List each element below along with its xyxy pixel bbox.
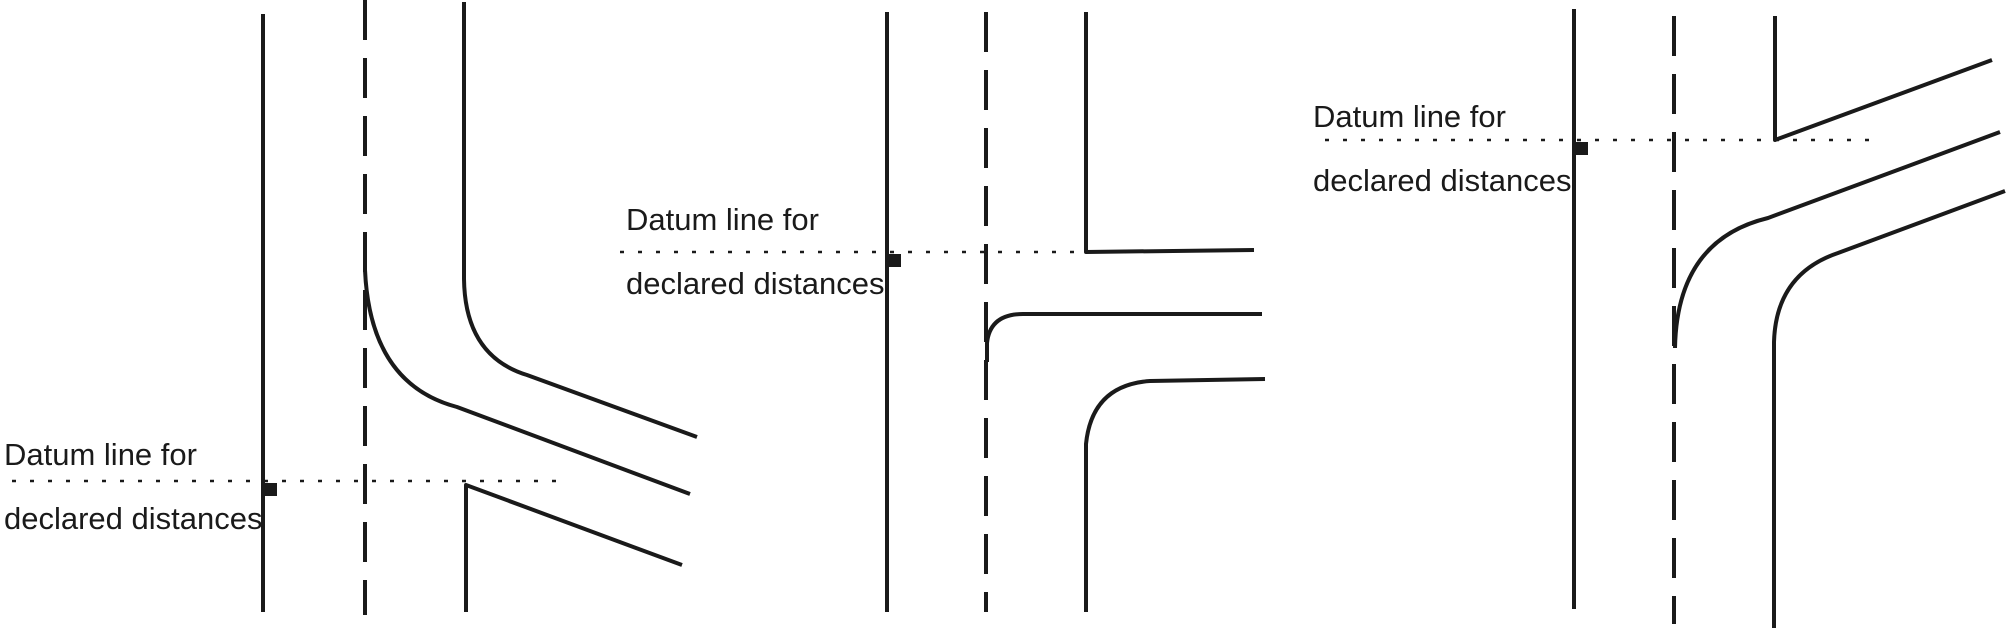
datum-label-3: Datum line for declared distances (1313, 85, 1572, 213)
datum-label-line2: declared distances (4, 501, 263, 536)
datum-label-line1: Datum line for (1313, 99, 1506, 134)
taxiway-edge-line (1084, 12, 1255, 254)
junction-diagram-1 (12, 0, 698, 615)
datum-label-line1: Datum line for (626, 202, 819, 237)
taxiway-edge-curve (1084, 377, 1266, 612)
datum-marker (888, 254, 901, 267)
junction-diagram-3 (1325, 9, 2006, 628)
datum-label-2: Datum line for declared distances (626, 188, 885, 316)
taxiway-edge-curve (985, 312, 1262, 362)
taxiway-edge-line (464, 483, 683, 612)
datum-label-line1: Datum line for (4, 437, 197, 472)
taxiway-edge-curve (363, 269, 691, 496)
datum-label-1: Datum line for declared distances (4, 423, 263, 551)
datum-label-line2: declared distances (626, 266, 885, 301)
junction-diagram-2 (620, 12, 1266, 612)
datum-marker (1575, 142, 1588, 155)
datum-marker (264, 483, 277, 496)
taxiway-edge-line (1773, 16, 1993, 142)
taxiway-edge-curve (462, 2, 698, 439)
taxiway-edge-curve (1673, 130, 2001, 349)
datum-label-line2: declared distances (1313, 163, 1572, 198)
taxiway-edge-curve (1772, 189, 2006, 628)
